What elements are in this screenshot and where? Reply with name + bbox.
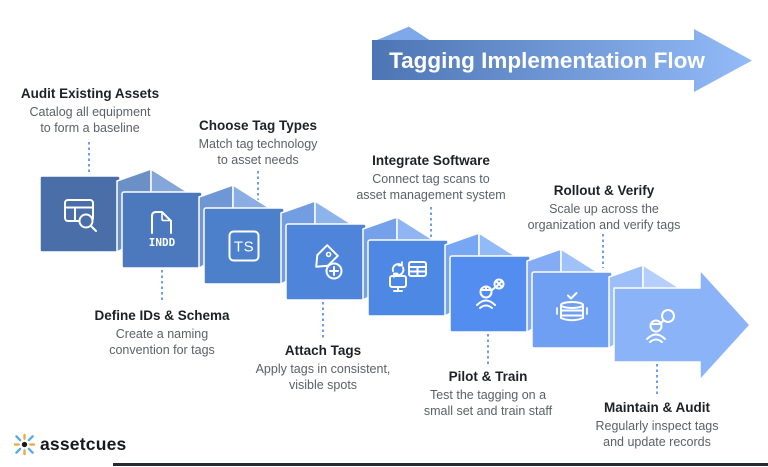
step-desc-line: asset management system <box>356 187 506 202</box>
step-label-8: Maintain & Audit Regularly inspect tags … <box>567 400 747 450</box>
panel-5 <box>367 239 449 317</box>
step-desc: Catalog all equipment to form a baseline <box>0 105 180 136</box>
pilot-person-icon <box>476 278 505 309</box>
step-desc-line: organization and verify tags <box>527 217 681 232</box>
tag-add-icon <box>315 244 343 280</box>
fold-2-front <box>232 184 272 210</box>
step-desc: Scale up across the organization and ver… <box>513 202 695 233</box>
fold-5-front <box>478 232 518 258</box>
fold-4-front <box>396 216 436 242</box>
logo-starburst-icon <box>13 433 36 456</box>
step-desc-line: Match tag technology <box>198 137 318 151</box>
step-desc: Create a naming convention for tags <box>72 327 252 358</box>
banner-ribbon: Tagging Implementation Flow <box>372 25 752 92</box>
fold-7-front <box>642 264 682 290</box>
banner-arrow-shape <box>372 29 752 92</box>
step-desc-line: Catalog all equipment <box>29 105 151 119</box>
panel-6 <box>449 255 531 333</box>
step-title: Integrate Software <box>372 153 490 168</box>
banner-title: Tagging Implementation Flow <box>389 48 705 73</box>
banner-fold <box>372 25 435 42</box>
step-label-5: Integrate Software Connect tag scans to … <box>335 153 527 203</box>
ts-badge-icon: TS <box>228 230 260 262</box>
step-desc-line: small set and train staff <box>423 403 553 418</box>
step-desc: Test the tagging on a small set and trai… <box>398 388 578 419</box>
server-check-icon <box>556 292 588 322</box>
step-desc-line: and update records <box>603 434 711 449</box>
step-desc: Match tag technology to asset needs <box>168 137 348 168</box>
step-desc-line: to form a baseline <box>40 120 140 135</box>
step-desc-line: to asset needs <box>217 152 299 167</box>
step-desc-line: Test the tagging on a <box>429 388 547 402</box>
step-icons: INDD TS <box>64 199 675 343</box>
step-desc-line: visible spots <box>288 377 358 392</box>
step-desc-line: Connect tag scans to <box>372 172 490 186</box>
step-title: Audit Existing Assets <box>20 86 160 101</box>
step-desc-line: Regularly inspect tags <box>595 419 719 433</box>
step-label-1: Audit Existing Assets Catalog all equipm… <box>0 86 180 136</box>
assetcues-logo: assetcues <box>13 433 126 456</box>
step-title: Choose Tag Types <box>198 118 318 133</box>
step-desc-line: Scale up across the <box>549 202 659 216</box>
dashed-connectors <box>88 142 658 397</box>
step-desc-line: Apply tags in consistent, <box>255 362 391 376</box>
step-label-6: Pilot & Train Test the tagging on a smal… <box>398 369 578 419</box>
step-label-3: Choose Tag Types Match tag technology to… <box>168 118 348 168</box>
panel-2 <box>121 191 203 269</box>
ts-label: TS <box>234 239 254 256</box>
step-desc: Regularly inspect tags and update record… <box>567 419 747 450</box>
panel-4 <box>285 223 367 301</box>
step-title: Rollout & Verify <box>553 183 655 198</box>
step-title: Maintain & Audit <box>604 400 710 415</box>
step-desc: Connect tag scans to asset management sy… <box>335 172 527 203</box>
sync-system-icon <box>389 261 427 292</box>
step-label-7: Rollout & Verify Scale up across the org… <box>513 183 695 233</box>
step-title: Pilot & Train <box>448 369 528 384</box>
panel-1 <box>39 175 121 253</box>
footer-divider <box>113 463 768 466</box>
step-label-2: Define IDs & Schema Create a naming conv… <box>72 308 252 358</box>
indd-label: INDD <box>149 236 176 249</box>
step-title: Attach Tags <box>284 343 362 358</box>
indd-file-icon: INDD <box>149 211 176 249</box>
step-panels <box>39 168 751 381</box>
fold-3-front <box>314 200 354 226</box>
final-arrow <box>613 269 751 381</box>
logo-wordmark: assetcues <box>40 434 127 454</box>
step-title: Define IDs & Schema <box>94 308 230 323</box>
fold-1-front <box>150 168 190 194</box>
step-desc: Apply tags in consistent, visible spots <box>233 362 413 393</box>
fold-6-front <box>560 248 600 274</box>
step-desc-line: Create a naming <box>115 327 209 341</box>
step-desc-line: convention for tags <box>109 342 215 357</box>
step-label-4: Attach Tags Apply tags in consistent, vi… <box>233 343 413 393</box>
person-search-icon <box>646 309 675 343</box>
table-search-icon <box>64 199 97 232</box>
